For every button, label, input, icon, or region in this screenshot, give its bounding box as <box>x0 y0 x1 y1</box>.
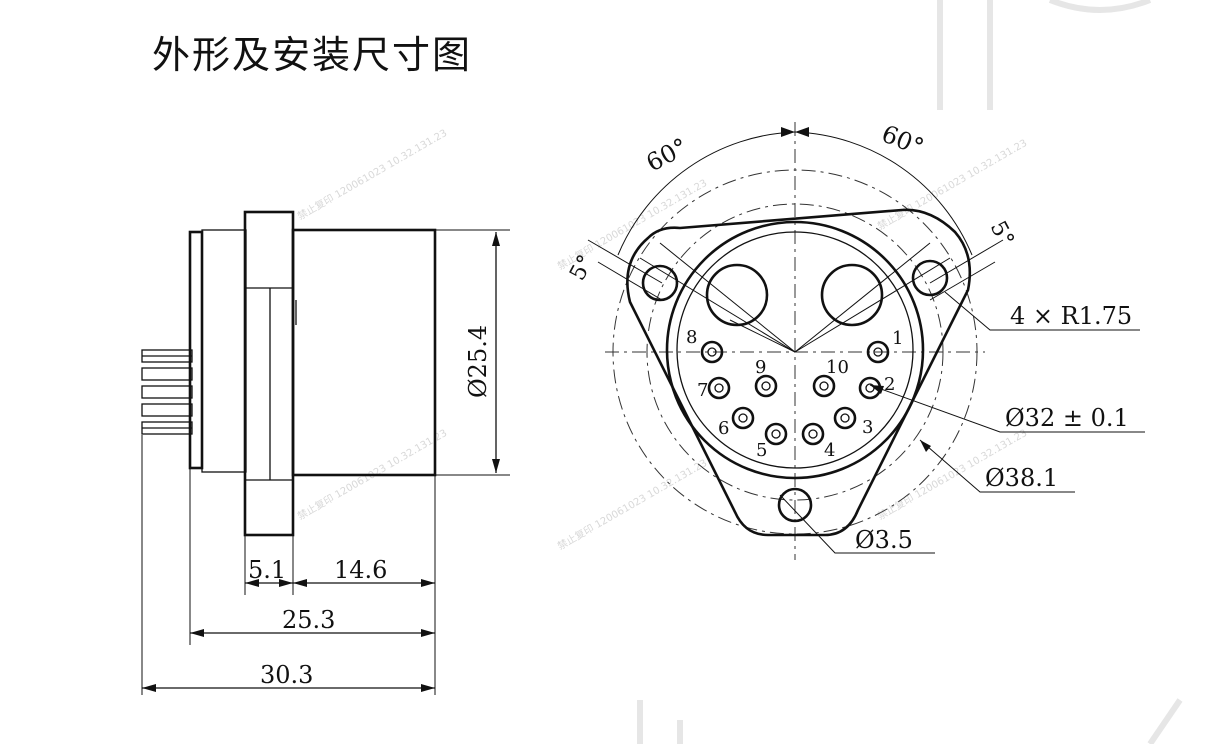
pin-8 <box>700 340 724 364</box>
pin-label: 2 <box>884 374 895 395</box>
pin-10 <box>812 374 836 398</box>
mounting-hole-left <box>641 264 679 302</box>
pin-5 <box>764 422 788 446</box>
pin-label: 3 <box>862 417 873 438</box>
connector-pins <box>141 349 193 435</box>
angle-right-label: 60° <box>878 120 928 162</box>
pin-label: 8 <box>686 327 697 348</box>
inner-diameter-label: Ø32 ± 0.1 <box>1005 404 1129 432</box>
flange <box>243 210 295 537</box>
pin-labels: 1 2 3 4 5 6 7 8 9 10 <box>686 327 903 461</box>
hole-diameter-label: Ø3.5 <box>855 526 913 554</box>
hole-radius-label: 4 × R1.75 <box>1010 302 1132 330</box>
background-decoration <box>637 0 1183 744</box>
pin-3 <box>833 406 857 430</box>
pin-label: 9 <box>755 357 766 378</box>
pin-1 <box>866 340 890 364</box>
pin-label: 7 <box>697 380 708 401</box>
body-length-label: 14.6 <box>334 556 387 584</box>
outer-ring <box>665 220 925 480</box>
pin-label: 1 <box>892 328 903 349</box>
pin-label: 10 <box>826 357 849 378</box>
pin-label: 5 <box>756 440 767 461</box>
body-total-label: 25.3 <box>282 606 335 634</box>
flange-thickness-label: 5.1 <box>248 556 286 584</box>
right-large-hole <box>820 263 884 327</box>
mounting-hole-right <box>911 259 949 297</box>
triangular-flange <box>626 208 972 537</box>
inner-ring <box>676 231 914 469</box>
sensor-body <box>291 228 437 477</box>
watermark: 禁止复印 120061023 10.32.131.23 <box>555 456 709 552</box>
base-plate-inner <box>201 229 247 473</box>
page-title: 外形及安装尺寸图 <box>152 33 473 77</box>
left-large-hole <box>705 263 769 327</box>
pin-label: 6 <box>718 418 729 439</box>
side-diameter-label: Ø25.4 <box>464 325 492 398</box>
pin-label: 4 <box>824 440 835 461</box>
watermark: 禁止复印 120061023 10.32.131.23 <box>295 126 449 222</box>
mounting-hole-bottom <box>777 487 813 523</box>
pin-4 <box>801 422 825 446</box>
bolt-circle-label: Ø38.1 <box>985 464 1058 492</box>
pin-9 <box>754 374 778 398</box>
construction-lines <box>639 242 951 353</box>
pin-6 <box>731 406 755 430</box>
side-view: Ø25.4 5.1 14.6 25.3 30.3 <box>141 210 510 695</box>
small-angle-right-label: 5° <box>985 217 1019 251</box>
pin-group <box>700 340 890 446</box>
pin-7 <box>707 376 731 400</box>
overall-length-label: 30.3 <box>260 661 313 689</box>
